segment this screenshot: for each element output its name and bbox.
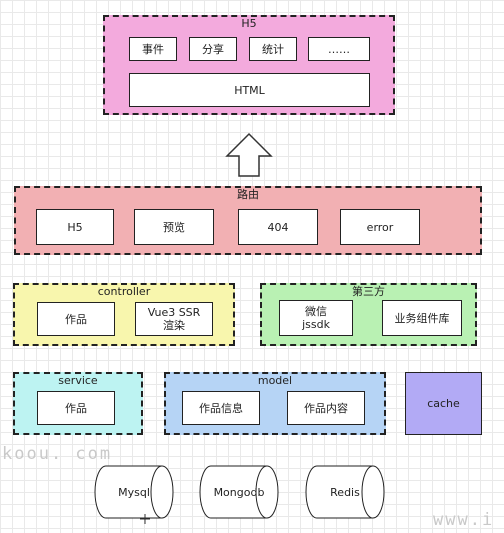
third-party-item-components: 业务组件库 (382, 300, 462, 336)
controller-layer-title: controller (97, 285, 151, 298)
database-label-mysql: Mysql (118, 485, 150, 499)
h5-item-event: 事件 (129, 37, 177, 61)
router-layer-title: 路由 (237, 188, 259, 201)
cylinder-shape-mongodb (199, 465, 279, 519)
controller-item-ssr: Vue3 SSR 渲染 (135, 302, 213, 336)
router-layer: 路由 H5 预览 404 error (14, 186, 482, 255)
cylinder-shape-redis (305, 465, 385, 519)
model-layer-title: model (257, 374, 293, 387)
router-item-h5: H5 (36, 209, 114, 245)
h5-item-share: 分享 (189, 37, 237, 61)
h5-layer-title: H5 (241, 17, 257, 30)
service-layer-title: service (58, 374, 98, 387)
router-item-preview: 预览 (134, 209, 214, 245)
model-item-work-info: 作品信息 (182, 391, 260, 425)
up-arrow-icon (225, 132, 273, 177)
service-layer: service 作品 (13, 372, 143, 435)
h5-layer: H5 事件 分享 统计 …… HTML (103, 15, 395, 115)
router-item-404: 404 (238, 209, 318, 245)
database-redis: Redis (305, 465, 385, 519)
database-mysql: Mysql (94, 465, 174, 519)
cache-box: cache (405, 372, 482, 435)
router-item-error: error (340, 209, 420, 245)
crosshair-cursor-icon (140, 514, 150, 524)
database-label-mongodb: Mongodb (213, 485, 265, 499)
h5-item-stats: 统计 (249, 37, 297, 61)
database-label-redis: Redis (330, 485, 360, 499)
h5-item-more: …… (308, 37, 370, 61)
controller-item-works: 作品 (37, 302, 115, 336)
third-party-item-wechat: 微信 jssdk (279, 300, 353, 336)
third-party-layer: 第三方 微信 jssdk 业务组件库 (260, 283, 477, 346)
watermark-right: www.i (433, 510, 495, 530)
h5-html-box: HTML (129, 73, 370, 107)
service-item-works: 作品 (37, 391, 115, 425)
cylinder-shape-mysql (94, 465, 174, 519)
third-party-layer-title: 第三方 (352, 285, 385, 298)
controller-layer: controller 作品 Vue3 SSR 渲染 (13, 283, 235, 346)
model-item-work-content: 作品内容 (287, 391, 365, 425)
watermark-left: koou. com (2, 444, 113, 464)
model-layer: model 作品信息 作品内容 (164, 372, 386, 435)
database-mongodb: Mongodb (199, 465, 279, 519)
